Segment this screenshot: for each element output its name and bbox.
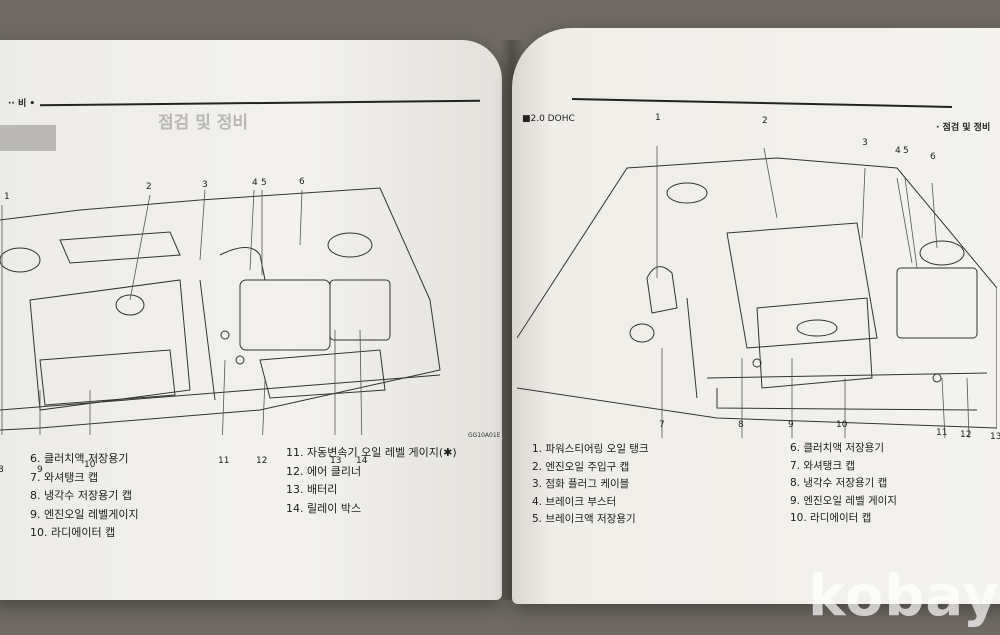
callout-13: 13	[330, 456, 342, 466]
list-item: 9. 엔진오일 레벨 게이지	[790, 494, 897, 507]
list-item: 10. 라디에이터 캡	[30, 526, 116, 539]
engine-diagram-right	[517, 146, 997, 438]
list-item: 13. 배터리	[286, 483, 338, 496]
callout-9: 9	[788, 420, 794, 430]
right-parts-list-1: 1. 파워스티어링 오일 탱크 2. 엔진오일 주입구 캡 3. 점화 플러그 …	[532, 441, 649, 529]
callout-12: 12	[960, 430, 972, 440]
list-item: 8. 냉각수 저장용기 캡	[30, 489, 132, 502]
callout-3: 3	[862, 138, 868, 148]
right-header-rule	[572, 98, 952, 108]
callout-8: 8	[738, 420, 744, 430]
left-page-header: ·· 비 •	[8, 99, 36, 109]
callout-5: 5	[261, 178, 267, 188]
callout-5: 5	[903, 146, 909, 156]
left-parts-list-1: 6. 클러치액 저장용기 7. 와셔탱크 캡 8. 냉각수 저장용기 캡 9. …	[30, 450, 139, 543]
callout-2: 2	[146, 182, 152, 192]
callout-6: 6	[299, 177, 305, 187]
callout-10: 10	[84, 460, 96, 470]
list-item: 6. 클러치액 저장용기	[30, 452, 129, 465]
engine-diagram-left	[0, 187, 441, 435]
right-parts-list-2: 6. 클러치액 저장용기 7. 와셔탱크 캡 8. 냉각수 저장용기 캡 9. …	[790, 440, 897, 528]
callout-13: 13	[990, 432, 1000, 442]
list-item: 9. 엔진오일 레벨게이지	[30, 507, 139, 521]
left-parts-list-2: 11. 자동변속기 오일 레벨 게이지(✱) 12. 에어 클리너 13. 배터…	[286, 444, 457, 518]
callout-4: 4	[895, 146, 901, 156]
list-item: 12. 에어 클리너	[286, 464, 362, 478]
list-item: 5. 브레이크액 저장용기	[532, 513, 636, 525]
callout-6: 6	[930, 152, 936, 162]
list-item: 6. 클러치액 저장용기	[790, 442, 884, 454]
callout-4: 4	[252, 178, 258, 188]
list-item: 7. 와셔탱크 캡	[30, 470, 99, 484]
figure-code: GG10A01E	[468, 432, 501, 439]
callout-11: 11	[936, 428, 948, 438]
callout-7: 7	[659, 420, 665, 430]
callout-12: 12	[256, 456, 268, 466]
callout-1: 1	[655, 113, 661, 123]
callout-9: 9	[37, 465, 43, 475]
callout-1: 1	[4, 192, 10, 202]
ghost-text: 점검 및 정비	[158, 113, 249, 133]
left-page: ·· 비 • 점검 및 정비	[0, 40, 502, 600]
list-item: 14. 릴레이 박스	[286, 501, 362, 515]
right-page-header: · 점검 및 정비	[936, 123, 991, 133]
section-label: ■2.0 DOHC	[522, 114, 575, 124]
list-item: 2. 엔진오일 주입구 캡	[532, 460, 630, 473]
list-item: 3. 점화 플러그 케이블	[532, 478, 630, 490]
list-item: 7. 와셔탱크 캡	[790, 459, 855, 472]
callout-14: 14	[356, 456, 368, 466]
callout-10: 10	[836, 420, 848, 430]
list-item: 1. 파워스티어링 오일 탱크	[532, 443, 649, 455]
watermark-logo: kobay	[808, 564, 1000, 629]
section-tab	[0, 125, 56, 151]
callout-8: 8	[0, 465, 4, 475]
list-item: 8. 냉각수 저장용기 캡	[790, 477, 888, 489]
left-header-rule	[40, 99, 480, 107]
callout-3: 3	[202, 180, 208, 190]
right-page: ■2.0 DOHC · 점검 및 정비	[512, 28, 1000, 604]
list-item: 4. 브레이크 부스터	[532, 495, 617, 508]
callout-2: 2	[762, 116, 768, 126]
callout-11: 11	[218, 456, 230, 466]
list-item: 10. 라디에이터 캡	[790, 512, 872, 524]
list-item: 11. 자동변속기 오일 레벨 게이지(✱)	[286, 446, 457, 459]
